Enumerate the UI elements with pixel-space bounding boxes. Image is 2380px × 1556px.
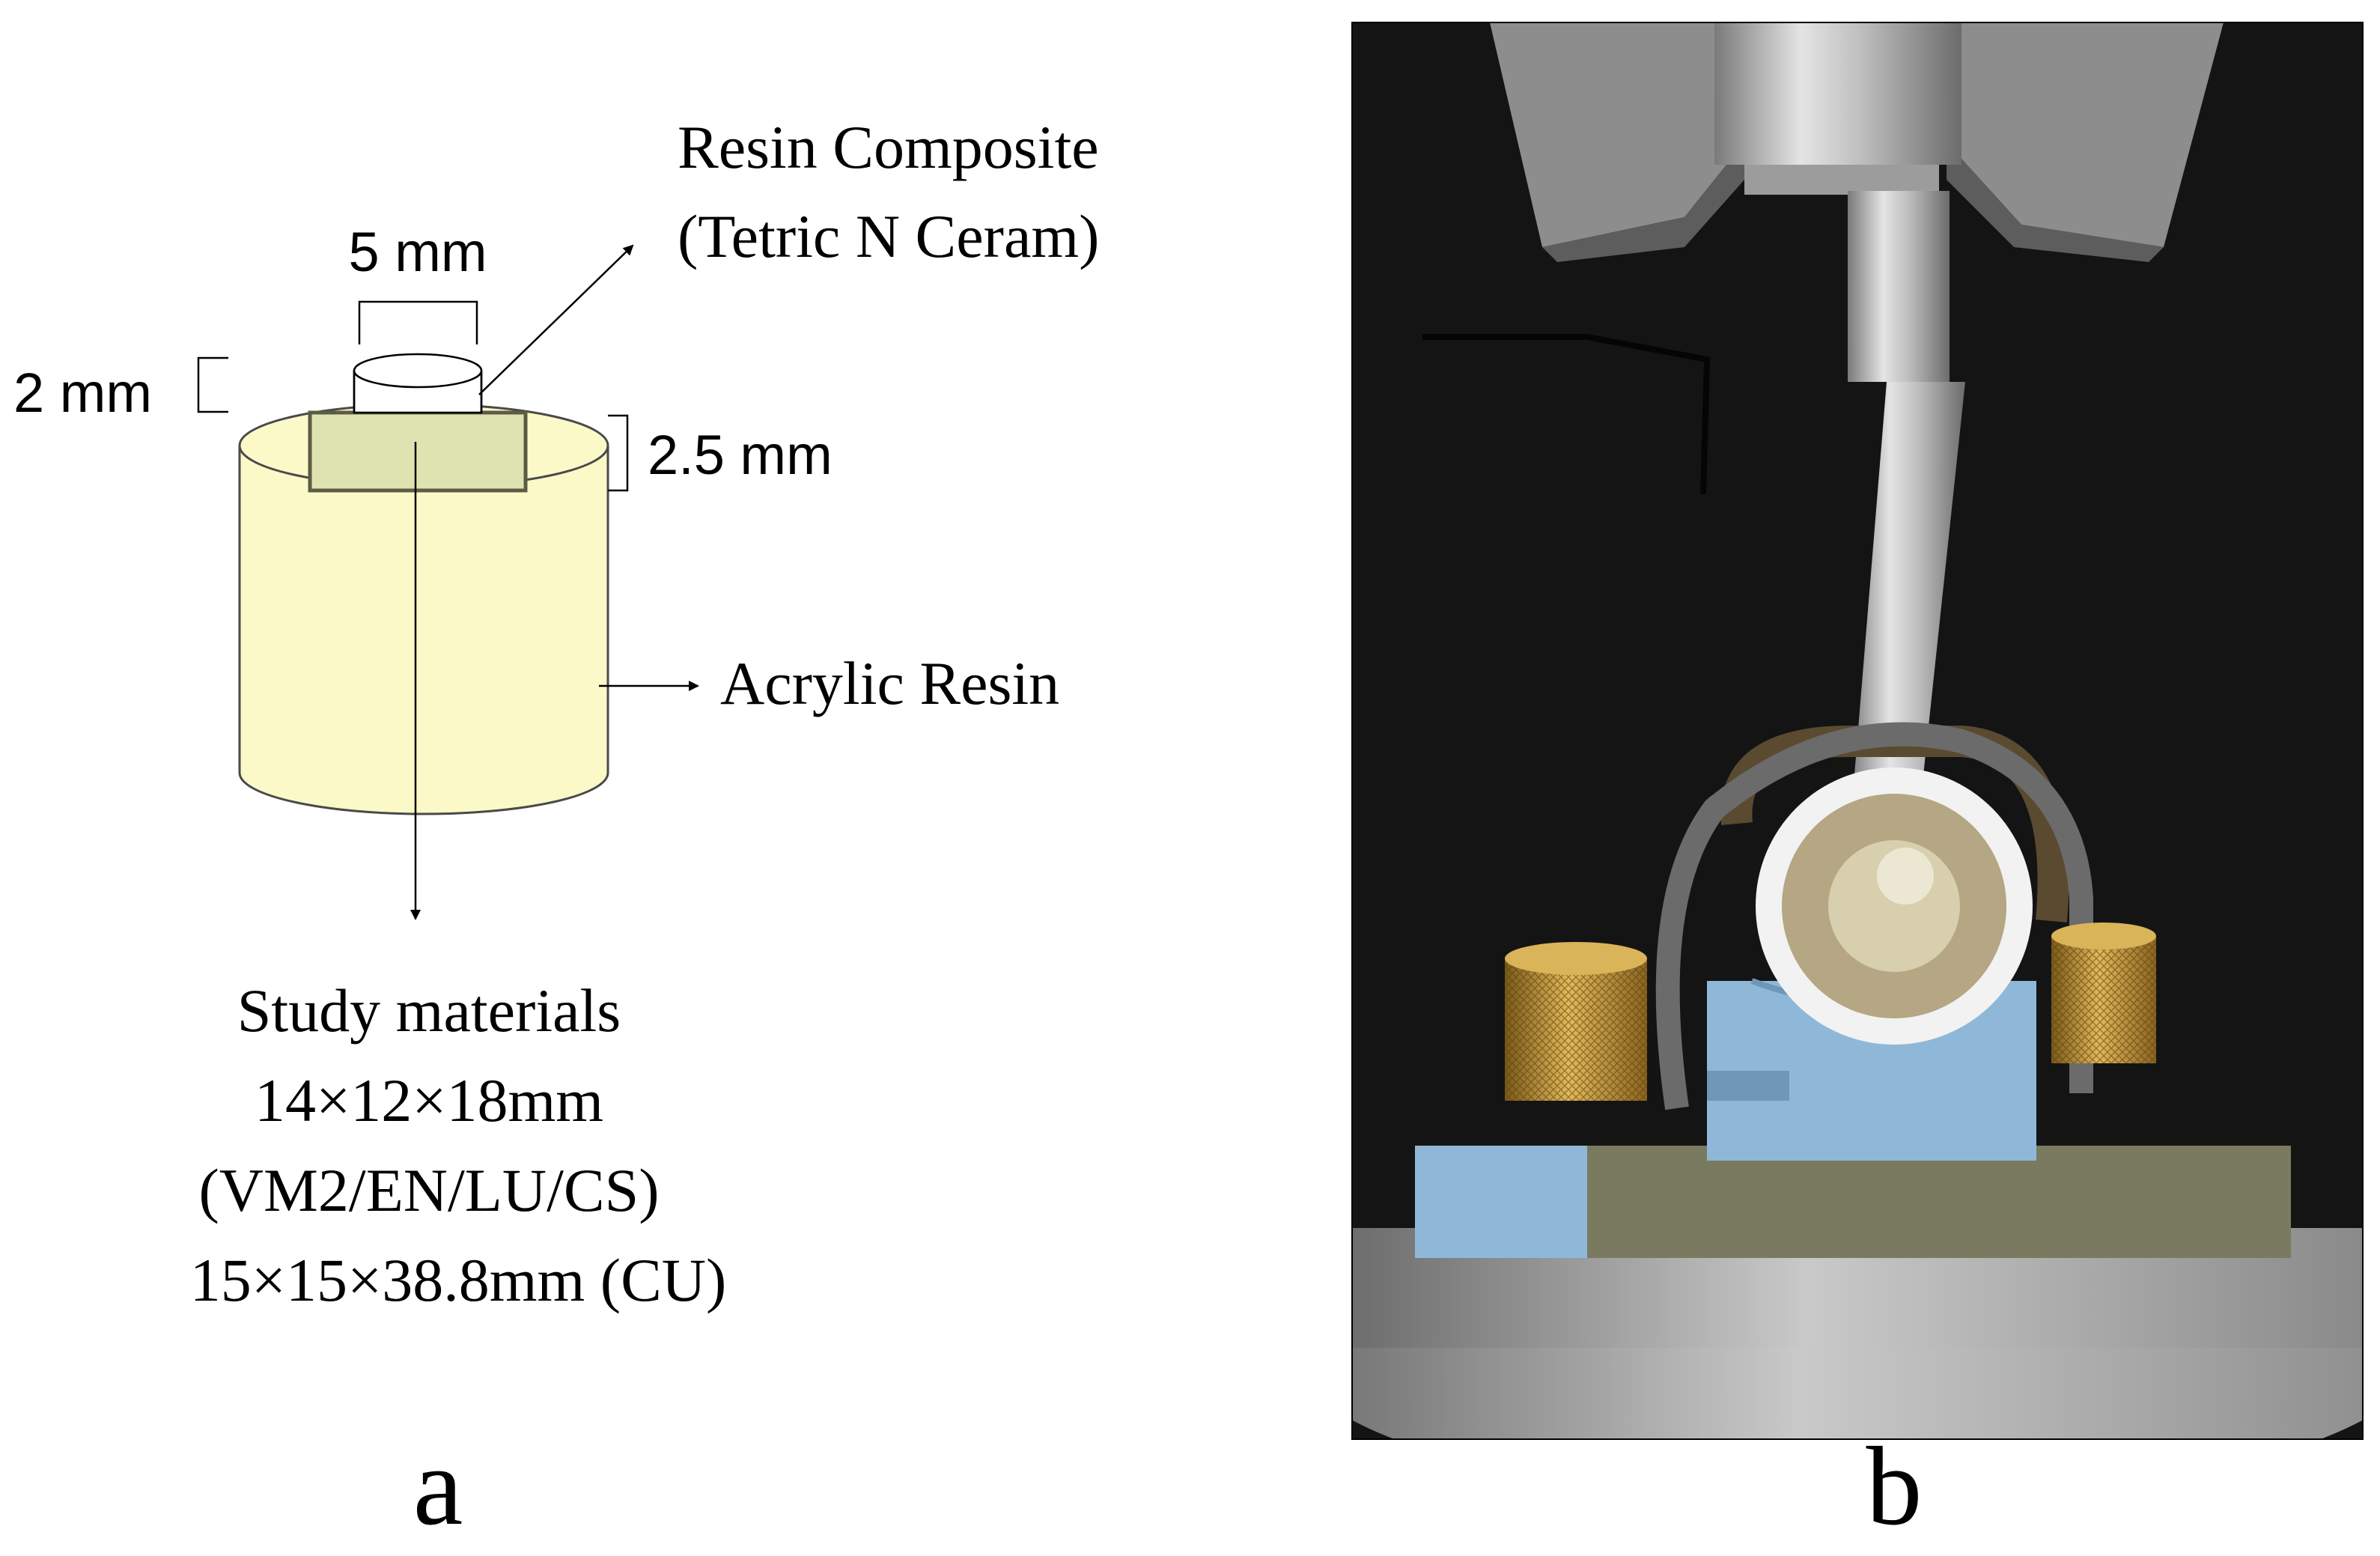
callout-resin-composite: Resin Composite: [678, 113, 1099, 181]
brass-screw-right: [2051, 923, 2156, 1063]
brass-screw-left: [1505, 942, 1647, 1101]
dim-label-2-5mm: 2.5 mm: [648, 424, 833, 486]
dim-label-5mm: 5 mm: [349, 221, 487, 283]
dim-bracket-2-5mm: [608, 414, 629, 492]
study-materials-size-1: 14×12×18mm: [255, 1066, 603, 1134]
callout-acrylic-resin: Acrylic Resin: [720, 649, 1059, 717]
dim-bracket-2mm: [197, 356, 228, 413]
panel-b-label: b: [1866, 1424, 1923, 1549]
study-materials-codes: (VM2/EN/LU/CS): [199, 1156, 660, 1224]
mounting-plate: [1415, 1146, 2291, 1258]
callout-resin-composite-product: (Tetric N Ceram): [678, 202, 1099, 270]
clamp-strap: [1655, 722, 2093, 1110]
arrow-resin-composite: [478, 244, 634, 395]
study-materials-title: Study materials: [237, 976, 621, 1045]
background-wire: [1422, 334, 1711, 495]
plunger-rod: [1848, 191, 1950, 382]
study-material-block: [308, 410, 528, 493]
upper-clamp: [1490, 22, 2224, 262]
specimen-holder: [1720, 726, 2069, 1045]
resin-composite-cylinder: [353, 353, 483, 414]
dim-label-2mm: 2 mm: [13, 362, 152, 424]
dim-bracket-5mm: [358, 300, 478, 344]
panel-a-label: a: [413, 1424, 463, 1549]
panel-a-schematic: 5 mm 2 mm 2.5 mm Resin Composite (Tetric…: [13, 113, 1099, 1549]
study-materials-size-2: 15×15×38.8mm (CU): [190, 1246, 727, 1314]
panel-b-photo: b: [1351, 22, 2364, 1549]
